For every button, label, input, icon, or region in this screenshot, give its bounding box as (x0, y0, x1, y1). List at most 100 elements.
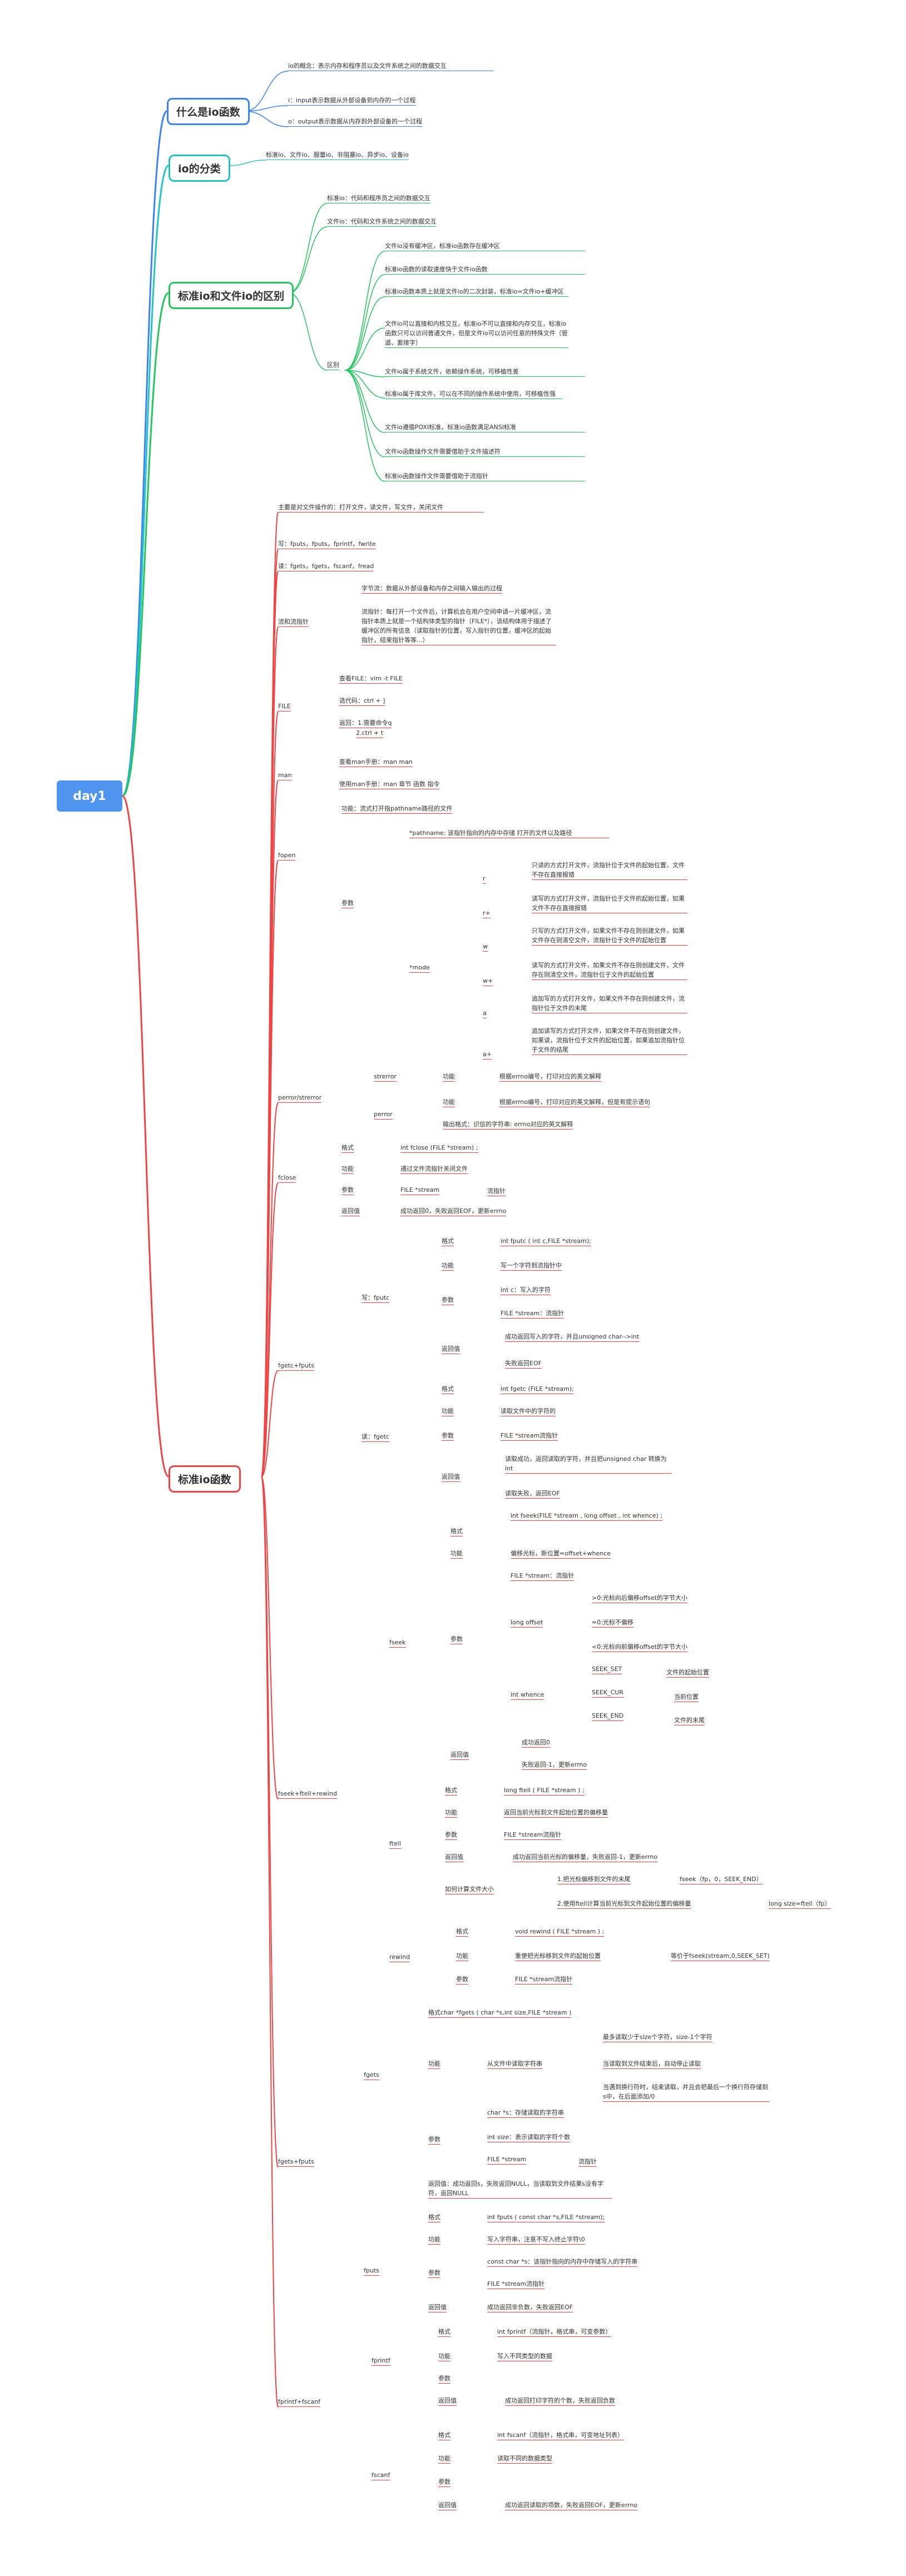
node[interactable]: 文件io遵循POXI标准，标准io函数满足ANSI标准 (385, 422, 585, 432)
node[interactable]: 读：fgetc (362, 1432, 389, 1442)
node[interactable]: 文件的起始位置 (666, 1668, 709, 1678)
node[interactable]: 偏移光标，新位置=offset+whence (511, 1549, 611, 1559)
node[interactable]: 读取不同的数据类型 (497, 2454, 552, 2464)
node[interactable]: i：input表示数据从外部设备到内存的一个过程 (288, 96, 416, 106)
node[interactable]: 输出格式：识信的字符串: errno对应的英文解释 (443, 1120, 573, 1130)
node[interactable]: 标准io：代码和程序员之间的数据交互 (327, 193, 430, 203)
node[interactable]: 当遇到换行符时，结束读取，并且会把最后一个换行符存储到s中，在后面添加/0 (603, 2082, 770, 2102)
node[interactable]: 参数 (438, 2477, 450, 2487)
node[interactable]: 功能 (450, 1549, 463, 1559)
node[interactable]: 格式 (438, 2327, 450, 2337)
node[interactable]: 功能 (443, 1072, 455, 1082)
node[interactable]: perror (374, 1110, 393, 1120)
node[interactable]: FILE *stream流指针 (501, 1431, 558, 1441)
node[interactable]: 当读取到文件结束后，自动停止读取 (603, 2059, 701, 2069)
node[interactable]: 只读的方式打开文件，流指针位于文件的起始位置，文件不存在直接报错 (532, 861, 687, 880)
node[interactable]: 格式 (442, 1384, 454, 1394)
node[interactable]: fscanf (372, 2470, 390, 2480)
node[interactable]: r (483, 874, 486, 884)
node[interactable]: 参数 (442, 1431, 454, 1441)
node[interactable]: 标准io、文件io、服量io、非阻塞io、异步io、设备io (266, 150, 409, 160)
node[interactable]: FILE *stream流指针 (487, 2279, 545, 2289)
node[interactable]: 功能 (442, 1406, 454, 1416)
topic-io-concept[interactable]: 什么是io函数 (167, 98, 250, 125)
node[interactable]: int fputs ( const char *s,FILE *stream); (487, 2212, 605, 2222)
node[interactable]: 功能 (456, 1951, 468, 1961)
node[interactable]: 功能 (428, 2235, 440, 2245)
node[interactable]: w (483, 942, 488, 952)
node[interactable]: 查看FILE：vim -t FILE (339, 674, 403, 684)
node[interactable]: 根据errno编号，打印对应的英文解释 (499, 1072, 602, 1082)
node[interactable]: fseek+ftell+rewind (278, 1789, 337, 1799)
node[interactable]: 返回值：成功返回s，失败返回NULL，当读取到文件结果s没有字符，返回NULL (428, 2179, 612, 2199)
node[interactable]: 文件io：代码和文件系统之间的数据交互 (327, 217, 437, 227)
node[interactable]: int fputc ( int c,FILE *stream); (501, 1236, 591, 1246)
node[interactable]: 标准io函数本质上就是文件io的二次封装，标准io=文件io+缓冲区 (385, 287, 568, 297)
node[interactable]: 功能 (438, 2351, 450, 2361)
node[interactable]: man (278, 770, 292, 780)
node[interactable]: 标准io属于库文件，可以在不同的操作系统中使用，可移植性强 (385, 389, 563, 399)
node[interactable]: 读写的方式打开文件，流指针位于文件的起始位置，如果文件不存在直接报错 (532, 894, 687, 913)
node[interactable]: 等价于fseek(stream,0,SEEK_SET) (671, 1951, 770, 1961)
node[interactable]: 参数 (341, 1185, 354, 1195)
node[interactable]: 格式char *fgets ( char *s,int size,FILE *s… (428, 2008, 572, 2018)
node[interactable]: ftell (389, 1839, 401, 1849)
node[interactable]: 成功返回非负数，失败返回EOF (487, 2303, 573, 2313)
node[interactable]: 失败返回-1，更新errno (522, 1760, 587, 1770)
node[interactable]: *pathname: 该指针指向的内存中存储 打开的文件以及路径 (409, 828, 610, 838)
node[interactable]: 格式 (456, 1927, 468, 1937)
node[interactable]: 标准io函数的读取速度快于文件io函数 (385, 265, 585, 275)
node[interactable]: 成功返回读取的项数，失败返回EOF，更新errno (505, 2500, 638, 2510)
node[interactable]: 功能 (438, 2454, 450, 2464)
node[interactable]: 成功返回当前光标的偏移量，失败返回-1，更新errno (513, 1852, 658, 1862)
node[interactable]: fprintf+fscanf (278, 2397, 321, 2407)
node[interactable]: 格式 (442, 1236, 454, 1246)
node[interactable]: w+ (483, 976, 493, 986)
node[interactable]: 读取成功，返回读取的字符，并且把unsigned char 转换为int (505, 1454, 672, 1474)
node[interactable]: 重使把光标移到文件的起始位置 (515, 1951, 601, 1961)
node[interactable]: =0:光标不偏移 (592, 1618, 633, 1628)
node[interactable]: 如何计算文件大小 (445, 1884, 494, 1894)
node[interactable]: long size=ftell（fp） (769, 1899, 831, 1909)
node[interactable]: FILE (278, 702, 291, 712)
node[interactable]: 成功返回写入的字符，并且unsigned char-->int (505, 1332, 640, 1342)
node[interactable]: 参数 (442, 1295, 454, 1305)
node[interactable]: strerror (374, 1072, 397, 1082)
node[interactable]: int fclose (FILE *stream) ; (400, 1143, 478, 1153)
root-node[interactable]: day1 (57, 780, 122, 812)
node[interactable]: 使用man手册：man 章节 函数 指令 (339, 779, 440, 789)
node[interactable]: fseek（fp，0，SEEK_END） (680, 1874, 763, 1884)
node[interactable]: void rewind ( FILE *stream ) ; (515, 1927, 605, 1937)
node[interactable]: 写入字符串，注意不写入终止字符\0 (487, 2235, 585, 2245)
topic-io-class[interactable]: io的分类 (169, 155, 230, 182)
node[interactable]: fgets (364, 2070, 379, 2080)
node[interactable]: 参数 (438, 2374, 450, 2384)
node[interactable]: 格式 (341, 1143, 354, 1153)
topic-io-diff[interactable]: 标准io和文件io的区别 (169, 282, 294, 309)
node[interactable]: fclose (278, 1173, 296, 1183)
node[interactable]: 追加读写的方式打开文件，如果文件不存在则创建文件，如果读，流指针位于文件的起始位… (532, 1026, 687, 1055)
node[interactable]: 文件的末尾 (674, 1715, 705, 1725)
node[interactable]: 读取文件中的字符的 (501, 1406, 556, 1416)
node[interactable]: 根据errno编号，打印对应的英文解释，但是有提示语句 (499, 1097, 651, 1107)
node[interactable]: int fscanf（流指针，格式串，可变地址列表） (497, 2430, 624, 2440)
node[interactable]: 字节流：数据从外部设备和内存之间输入输出的过程 (362, 584, 502, 594)
node[interactable]: 格式 (438, 2430, 450, 2440)
node[interactable]: 写：fputs，fputs，fprintf，fwrite (278, 539, 376, 549)
node[interactable]: FILE *stream流指针 (504, 1830, 562, 1840)
node[interactable]: 最多读取少于size个字符，size-1个字符 (603, 2032, 712, 2042)
node[interactable]: FILE *stream (400, 1185, 440, 1195)
node[interactable]: fseek (389, 1638, 406, 1648)
node[interactable]: 功能 (442, 1261, 454, 1271)
node[interactable]: 主要是对文件操作的：打开文件，读文件，写文件，关闭文件 (278, 503, 484, 513)
node[interactable]: 返回当前光标到文件起始位置的偏移量 (504, 1808, 608, 1818)
node[interactable]: 功能 (443, 1097, 455, 1107)
node[interactable]: 返回值 (445, 1852, 463, 1862)
node[interactable]: int fprintf（流指针，格式串，可变参数） (497, 2327, 612, 2337)
node[interactable]: 读取失败，返回EOF (505, 1489, 560, 1499)
node[interactable]: 写入不同类型的数据 (497, 2351, 552, 2361)
node[interactable]: 返回值 (341, 1206, 360, 1216)
node[interactable]: fgetc+fputs (278, 1361, 315, 1371)
node[interactable]: 写：fputc (362, 1293, 390, 1303)
node[interactable]: 功能 (428, 2059, 440, 2069)
